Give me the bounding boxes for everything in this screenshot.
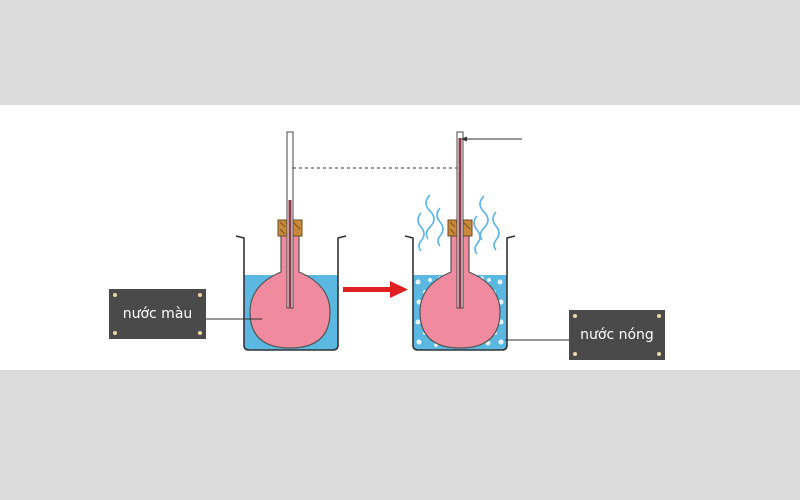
rivet-dot [198,293,202,297]
left-beaker [235,235,347,351]
raised-level-pointer [461,136,522,142]
hot-water-label: nước nóng [569,310,665,360]
rivet-dot [113,293,117,297]
right-setup [404,131,516,351]
right-beaker [404,235,516,351]
colored-water-label-text: nước màu [122,306,193,322]
rivet-dot [113,331,117,335]
rivet-dot [198,331,202,335]
left-tube [286,131,294,309]
right-arrow-icon [343,281,408,298]
left-setup [235,131,347,351]
colored-water-label: nước màu [109,289,206,339]
steam-icon [417,194,500,255]
rivet-dot [657,314,661,318]
rivet-dot [657,352,661,356]
rivet-dot [573,352,577,356]
hot-water-label-text: nước nóng [580,327,654,343]
rivet-dot [573,314,577,318]
right-tube [456,131,464,309]
